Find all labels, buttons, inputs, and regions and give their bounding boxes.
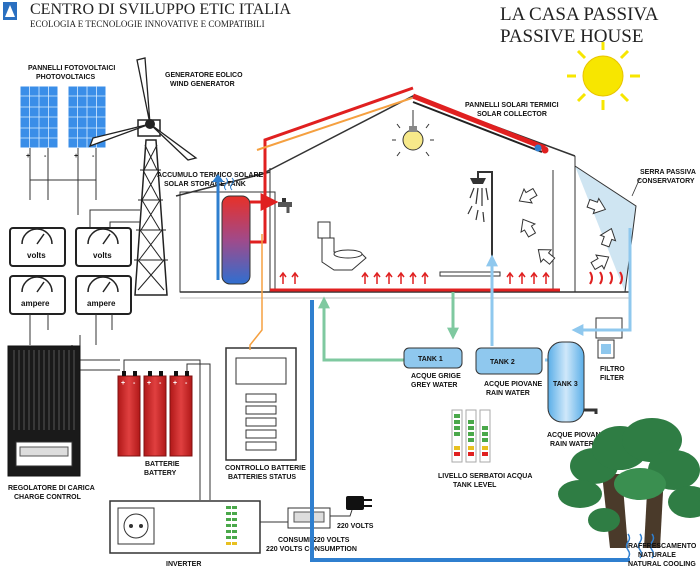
tank-1: TANK 1 [403,347,463,369]
volts-220-label: 220 VOLTS [337,523,374,530]
svg-text:-: - [92,153,95,160]
solar-storage-tank [221,195,251,285]
meter-volts-right: volts [75,227,132,267]
tank3-label-en: RAIN WATER [550,441,594,448]
cooling-label-it-1: RAFFRESCAMENTO [628,543,697,550]
svg-text:+: + [173,380,177,387]
battery-control-label-en: BATTERIES STATUS [228,474,296,481]
cooling-label-en: NATURAL COOLING [628,561,696,568]
hot-water-pipes [250,86,560,292]
ac-wiring [260,509,353,523]
svg-text:volts: volts [27,251,46,260]
meter-ampere-left: ampere [9,275,66,315]
wind-turbine-icon [88,57,198,296]
battery-wiring [123,359,211,500]
tank2-label-en: RAIN WATER [486,390,530,397]
org-subtitle: ECOLOGIA E TECNOLOGIE INNOVATIVE E COMPA… [30,19,265,29]
batteries [117,371,193,457]
wind-label-en: WIND GENERATOR [170,81,235,88]
cooling-label-it-2: NATURALE [638,552,676,559]
tanklevel-label-it: LIVELLO SERBATOI ACQUA [438,473,532,480]
regulator-label-it: REGOLATORE DI CARICA [8,485,95,492]
svg-text:ampere: ampere [21,299,50,308]
tank1-label-en: GREY WATER [411,382,457,389]
svg-text:-: - [133,380,136,387]
svg-text:+: + [121,380,125,387]
wind-label-it: GENERATORE EOLICO [165,72,243,79]
dc-wire-roof [256,97,413,151]
wind-wiring [89,209,140,228]
title-it: LA CASA PASSIVA [500,4,659,25]
storage-label-en: SOLAR STORAGE TANK [164,181,246,188]
tank-2: TANK 2 [475,347,543,375]
water-pipes [318,228,632,362]
tank1-label-it: ACQUE GRIGE [411,373,461,380]
battery-label-it: BATTERIE [145,461,180,468]
svg-text:TANK 1: TANK 1 [418,356,443,363]
power-plug-icon [346,496,372,510]
tree-icon [558,418,700,548]
svg-text:+: + [74,153,78,160]
convection-arrows [518,187,617,271]
pv-polarity: + - + - [26,153,95,160]
meter-ampere-right: ampere [75,275,132,315]
toilet-icon [317,221,367,271]
tank-3: TANK 3 [547,341,598,423]
title-en: PASSIVE HOUSE [500,26,643,47]
battery-label-en: BATTERY [144,470,177,477]
inverter-label: INVERTER [166,561,201,568]
meter-volts-left: volts [9,227,66,267]
tank2-label-it: ACQUE PIOVANE [484,381,543,388]
pv-wiring [29,148,97,215]
svg-text:volts: volts [93,251,112,260]
pv-label-en: PHOTOVOLTAICS [36,74,95,81]
svg-text:+: + [26,153,30,160]
svg-text:-: - [185,380,188,387]
tanklevel-label-en: TANK LEVEL [453,482,497,489]
charge-regulator [7,345,81,477]
svg-text:TANK 3: TANK 3 [553,381,578,388]
tank-level-indicator [451,409,491,463]
svg-text:+: + [147,380,151,387]
svg-text:-: - [159,380,162,387]
cooling-waves [625,533,655,559]
lightbulb-icon [392,110,434,157]
svg-text:-: - [44,153,47,160]
tank3-label-it: ACQUE PIOVANE [547,432,606,439]
battery-control-panel [225,347,297,461]
heat-wave-icon [279,271,623,285]
dc-wire [249,234,263,350]
header: CENTRO DI SVILUPPO ETIC ITALIA ECOLOGIA … [3,1,659,47]
inverter [109,500,261,554]
battery-control-label-it: CONTROLLO BATTERIE [225,465,306,472]
pv-label-it: PANNELLI FOTOVOLTAICI [28,65,115,72]
consumption-meter [287,507,331,529]
greenhouse-label-it: SERRA PASSIVA [640,169,696,176]
sun-icon [567,42,640,110]
svg-text:ampere: ampere [87,299,116,308]
logo-icon [3,2,17,20]
faucet-icon [278,198,292,213]
regulator-label-en: CHARGE CONTROL [14,494,82,501]
solar-collector [412,93,549,154]
filter [597,339,615,359]
thermal-label-en: SOLAR COLLECTOR [477,111,547,118]
battery-polarity: + - + - + - [121,380,188,387]
filter-label-it: FILTRO [600,366,625,373]
filter-label-en: FILTER [600,375,624,382]
org-title: CENTRO DI SVILUPPO ETIC ITALIA [30,1,291,18]
svg-text:TANK 2: TANK 2 [490,359,515,366]
greenhouse-label-en: CONSERVATORY [637,178,695,185]
thermal-label-it: PANNELLI SOLARI TERMICI [465,102,559,109]
shower-icon [467,171,493,274]
storage-label-it: ACCUMULO TERMICO SOLARE [157,172,263,179]
cold-water-pipe [212,174,630,562]
